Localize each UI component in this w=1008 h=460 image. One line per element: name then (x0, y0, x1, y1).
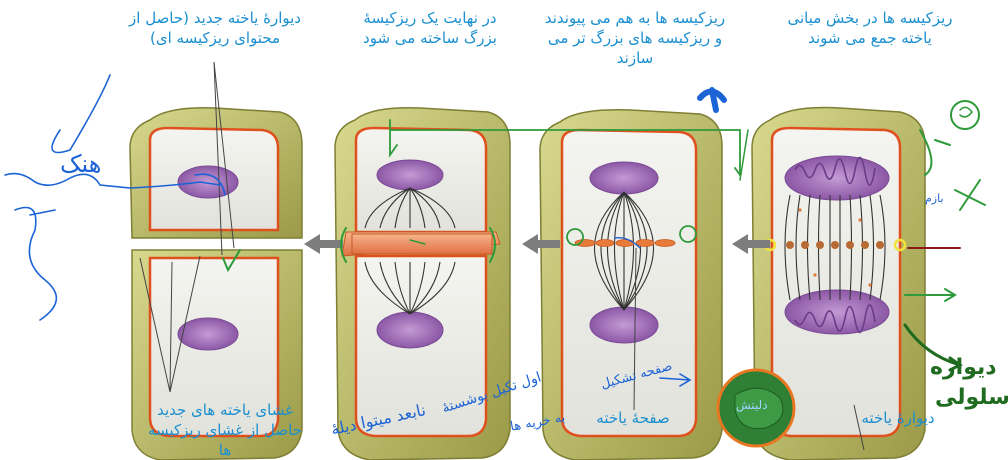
annotation-cellular: سلولی (935, 385, 1008, 410)
annotation-henk: هنک (60, 150, 101, 178)
label-new-cell-wall: دیوارهٔ یاخته جدید (حاصل از محتوای ریزکی… (115, 8, 315, 48)
label-stage-2: ریزکیسه ها به هم می پیوندند و ریزکیسه ها… (540, 8, 730, 68)
annotation-circle-text: دلیتش (736, 398, 768, 412)
label-stage-3: در نهایت یک ریزکیسهٔ بزرگ ساخته می شود (345, 8, 515, 48)
label-cell-wall: دیوارهٔ یاخته (838, 408, 958, 428)
label-new-membranes: غشای یاخته های جدید حاصل از غشای ریزکیسه… (140, 400, 310, 460)
annotation-wall: دیواره (930, 355, 997, 380)
label-cell-plate: صفحهٔ یاخته (578, 408, 688, 428)
annotation-small: بازم (925, 192, 944, 205)
label-stage-1: ریزکیسه ها در بخش میانی یاخته جمع می شون… (780, 8, 960, 48)
